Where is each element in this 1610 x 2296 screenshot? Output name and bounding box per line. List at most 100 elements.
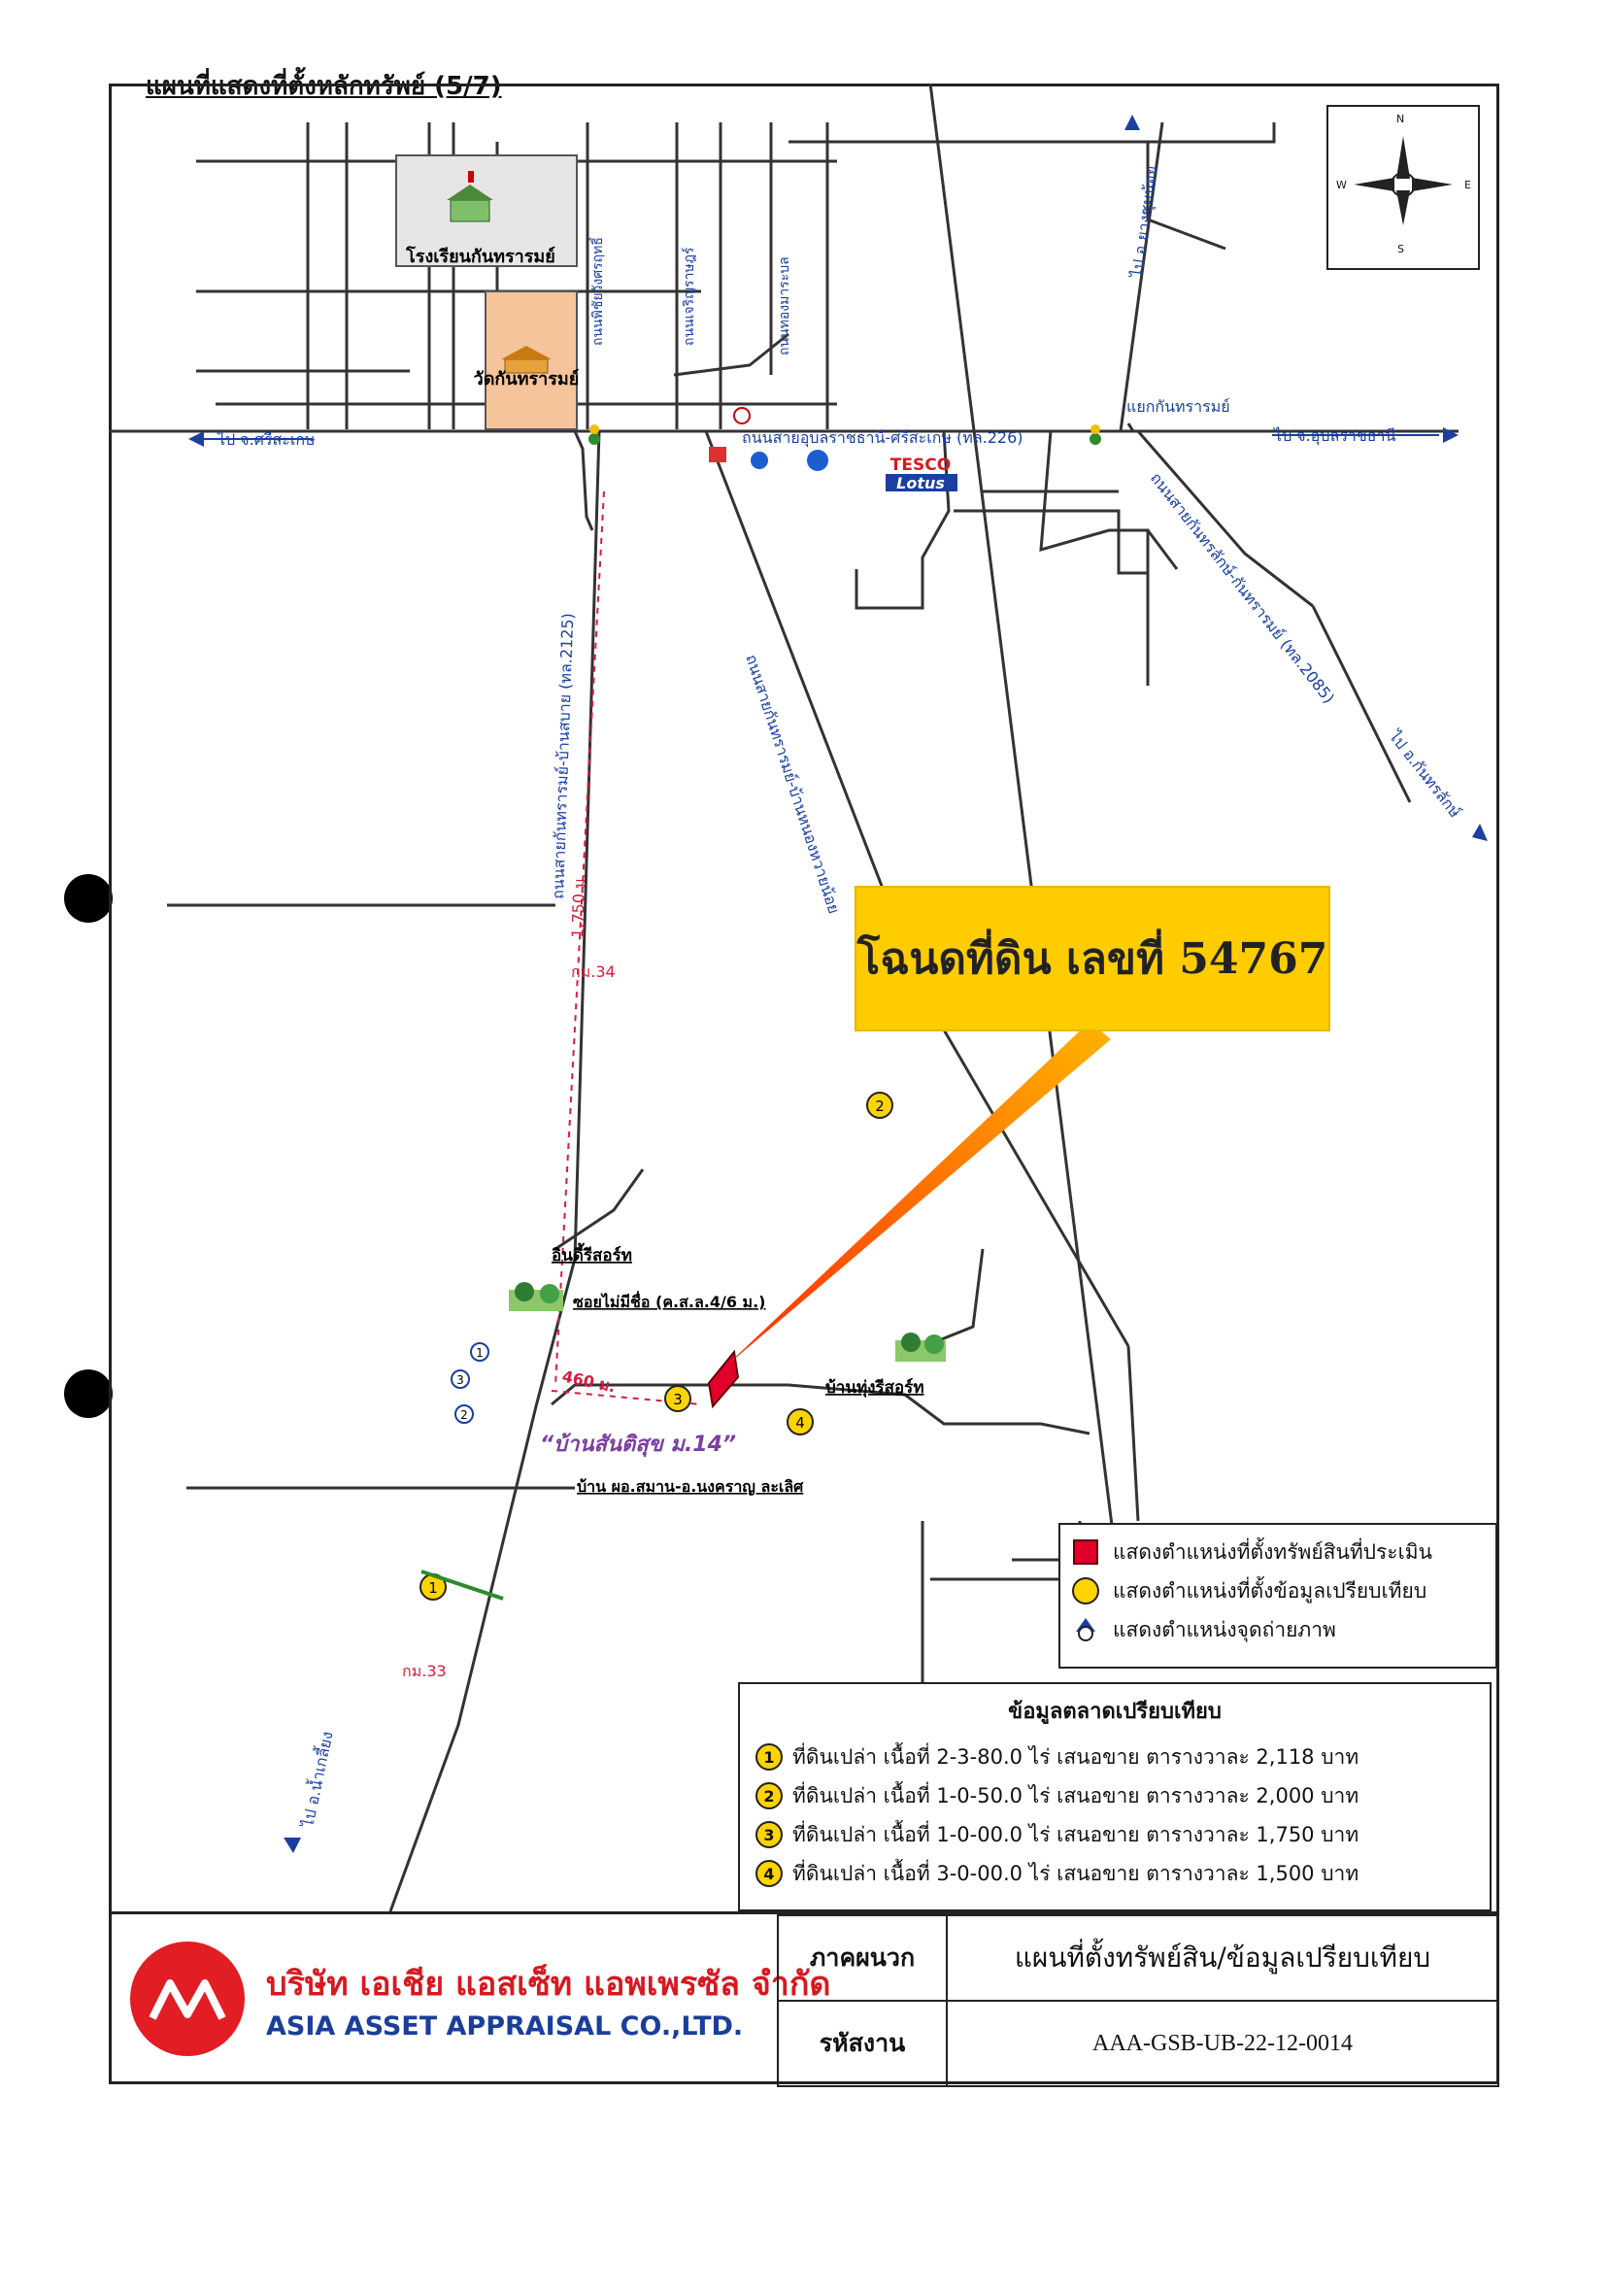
comparables-box: ข้อมูลตลาดเปรียบเทียบ 1 ที่ดินเปล่า เนื้… bbox=[738, 1682, 1492, 1911]
green-path bbox=[420, 1570, 504, 1601]
svg-text:2: 2 bbox=[875, 1097, 885, 1115]
comparable-row: 4 ที่ดินเปล่า เนื้อที่ 3-0-00.0 ไร่ เสนอ… bbox=[755, 1854, 1474, 1893]
dist-1750-label: 1,750 ม. bbox=[568, 873, 588, 938]
location-map: โรงเรียนกันทรารมย์ วัดกันทรารมย์ ถนนสายอ… bbox=[109, 84, 1488, 1911]
photo-point-3: 3 bbox=[451, 1369, 470, 1389]
comp-point-4: 4 bbox=[787, 1408, 814, 1435]
road-chaiyasak-label: ถนนพิชัยวังศรฤทธิ์ bbox=[587, 235, 606, 346]
road-ban-nong-label: ถนนสายกันทรารมย์-บ้านหนองหวายน้อย bbox=[742, 652, 843, 916]
svg-text:2: 2 bbox=[460, 1408, 468, 1422]
inti-resort-label: อินดี้รีสอร์ท bbox=[552, 1242, 632, 1266]
svg-text:4: 4 bbox=[795, 1414, 805, 1432]
soi-label: ซอยไม่มีชื่อ (ค.ส.ล.4/6 ม.) bbox=[573, 1291, 765, 1311]
comparable-row: 3 ที่ดินเปล่า เนื้อที่ 1-0-00.0 ไร่ เสนอ… bbox=[755, 1815, 1474, 1854]
compass-e: E bbox=[1464, 179, 1471, 191]
legend-item: แสดงตำแหน่งที่ตั้งทรัพย์สินที่ประเมิน bbox=[1070, 1533, 1486, 1571]
gas-station-icon bbox=[709, 447, 726, 462]
legend-item: แสดงตำแหน่งจุดถ่ายภาพ bbox=[1070, 1610, 1486, 1649]
footer: บริษัท เอเชีย แอสเซ็ท แอพเพรซัล จำกัด AS… bbox=[109, 1911, 1499, 2087]
compass-w: W bbox=[1336, 179, 1347, 191]
compass-n: N bbox=[1396, 113, 1405, 125]
comparable-text: ที่ดินเปล่า เนื้อที่ 3-0-00.0 ไร่ เสนอขา… bbox=[792, 1861, 1359, 1885]
village-label: “บ้านสันติสุข ม.14” bbox=[540, 1433, 736, 1458]
legend-label: แสดงตำแหน่งจุดถ่ายภาพ bbox=[1113, 1617, 1336, 1641]
road-main-label: ถนนสายอุบลราชธานี-ศรีสะเกษ (ทล.226) bbox=[742, 428, 1023, 448]
bank-icon bbox=[733, 407, 751, 424]
appendix-label: ภาคผนวก bbox=[777, 1914, 948, 2002]
svg-text:1: 1 bbox=[476, 1346, 484, 1360]
binder-hole-top bbox=[64, 874, 113, 923]
svg-text:1: 1 bbox=[428, 1579, 438, 1597]
west-arrow-icon bbox=[1354, 178, 1394, 191]
comp-point-3: 3 bbox=[664, 1385, 691, 1412]
km33-label: กม.33 bbox=[402, 1662, 447, 1680]
page-title: แผนที่แสดงที่ตั้งหลักทรัพย์ (5/7) bbox=[146, 72, 502, 101]
tesco-logo-top: TESCO bbox=[890, 456, 951, 475]
legend-label: แสดงตำแหน่งที่ตั้งข้อมูลเปรียบเทียบ bbox=[1113, 1578, 1427, 1603]
comparable-number: 1 bbox=[755, 1743, 783, 1771]
tesco-logo-bottom: Lotus bbox=[896, 474, 945, 492]
legend-label: แสดงตำแหน่งที่ตั้งทรัพย์สินที่ประเมิน bbox=[1113, 1539, 1432, 1564]
east-arrow-icon bbox=[1412, 178, 1453, 191]
distance-460-line bbox=[551, 1390, 702, 1405]
road-jarern-label: ถนนเจริญราษฎร์ bbox=[681, 247, 697, 346]
school-icon bbox=[447, 171, 493, 222]
compass-s: S bbox=[1397, 243, 1404, 255]
map-legend: แสดงตำแหน่งที่ตั้งทรัพย์สินที่ประเมิน แส… bbox=[1058, 1523, 1497, 1669]
subject-property-marker bbox=[707, 1349, 740, 1409]
to-kantharalak-arrow bbox=[1472, 824, 1488, 841]
comparable-text: ที่ดินเปล่า เนื้อที่ 1-0-00.0 ไร่ เสนอขา… bbox=[792, 1822, 1359, 1846]
junction-label: แยกกันทรารมย์ bbox=[1126, 397, 1230, 416]
comparable-row: 1 ที่ดินเปล่า เนื้อที่ 2-3-80.0 ไร่ เสนอ… bbox=[755, 1738, 1474, 1776]
comparable-number: 3 bbox=[755, 1821, 783, 1848]
temple-icon bbox=[501, 346, 552, 374]
thung-resort-label: บ้านทุ่งรีสอร์ท bbox=[825, 1377, 924, 1398]
to-ubon-label: ไป จ.อุบลราชธานี bbox=[1272, 426, 1396, 446]
job-code-value: AAA-GSB-UB-22-12-0014 bbox=[946, 2000, 1499, 2087]
road-songkhla-label: ถนนทองมาระบล bbox=[777, 256, 792, 355]
tesco-logo-box bbox=[886, 474, 957, 491]
school-label: โรงเรียนกันทรารมย์ bbox=[405, 246, 555, 267]
photo-point-icon bbox=[1070, 1616, 1101, 1643]
gas-station-icon bbox=[751, 452, 768, 469]
temple-label: วัดกันทรารมย์ bbox=[474, 368, 580, 389]
road-2085-label: ถนนสายกันทรลักษ์-กันทรารมย์ (ทล.2085) bbox=[1147, 469, 1338, 707]
svg-text:3: 3 bbox=[456, 1373, 464, 1387]
to-nam-kliang-arrow bbox=[284, 1838, 301, 1853]
traffic-light-icon bbox=[1090, 424, 1101, 445]
south-arrow-icon bbox=[1396, 190, 1410, 225]
house-label: บ้าน ผอ.สมาน-อ.นงคราญ ละเลิศ bbox=[577, 1477, 804, 1497]
comparables-title: ข้อมูลตลาดเปรียบเทียบ bbox=[1008, 1700, 1222, 1724]
to-sisaket-arrow bbox=[188, 431, 313, 447]
company-logo-icon bbox=[130, 1941, 245, 2056]
photo-point-1: 1 bbox=[470, 1342, 489, 1362]
comparable-row: 2 ที่ดินเปล่า เนื้อที่ 1-0-50.0 ไร่ เสนอ… bbox=[755, 1776, 1474, 1815]
to-sisaket-label: ไป จ.ศรีสะเกษ bbox=[216, 430, 316, 449]
resort-tree-icon bbox=[509, 1282, 563, 1311]
comparable-text: ที่ดินเปล่า เนื้อที่ 2-3-80.0 ไร่ เสนอขา… bbox=[792, 1744, 1359, 1769]
to-yangchum-arrow bbox=[1124, 115, 1140, 130]
km34-label: กม.34 bbox=[571, 962, 616, 981]
company-name-english: ASIA ASSET APPRAISAL CO.,LTD. bbox=[266, 2011, 744, 2042]
road-2125-label: ถนนสายกันทรารมย์-บ้านสบาย (ทล.2125) bbox=[549, 613, 577, 899]
to-ubon-arrow bbox=[1272, 427, 1459, 443]
map-frame bbox=[109, 84, 1499, 2084]
comparable-number: 2 bbox=[755, 1782, 783, 1809]
legend-item: แสดงตำแหน่งที่ตั้งข้อมูลเปรียบเทียบ bbox=[1070, 1571, 1486, 1610]
title-deed-callout: โฉนดที่ดิน เลขที่ 54767 bbox=[855, 886, 1330, 1031]
job-code-label: รหัสงาน bbox=[777, 2000, 948, 2087]
comparable-number: 4 bbox=[755, 1860, 783, 1887]
compass-rose: N S W E bbox=[1326, 105, 1480, 270]
bank-icon bbox=[807, 450, 828, 471]
callout-pointer bbox=[724, 1022, 1111, 1367]
to-nam-kliang-label: ไป อ.น้ำเกลี้ยง bbox=[296, 1730, 337, 1831]
binder-hole-bottom bbox=[64, 1369, 113, 1418]
comparable-text: ที่ดินเปล่า เนื้อที่ 1-0-50.0 ไร่ เสนอขา… bbox=[792, 1783, 1359, 1807]
north-arrow-icon bbox=[1396, 136, 1410, 179]
svg-text:3: 3 bbox=[673, 1391, 683, 1408]
appendix-value: แผนที่ตั้งทรัพย์สิน/ข้อมูลเปรียบเทียบ bbox=[946, 1914, 1499, 2002]
photo-point-2: 2 bbox=[454, 1404, 474, 1424]
distance-1750-line bbox=[554, 490, 605, 1386]
resort-tree-icon bbox=[895, 1333, 946, 1362]
comparable-marker-icon bbox=[1070, 1577, 1101, 1604]
